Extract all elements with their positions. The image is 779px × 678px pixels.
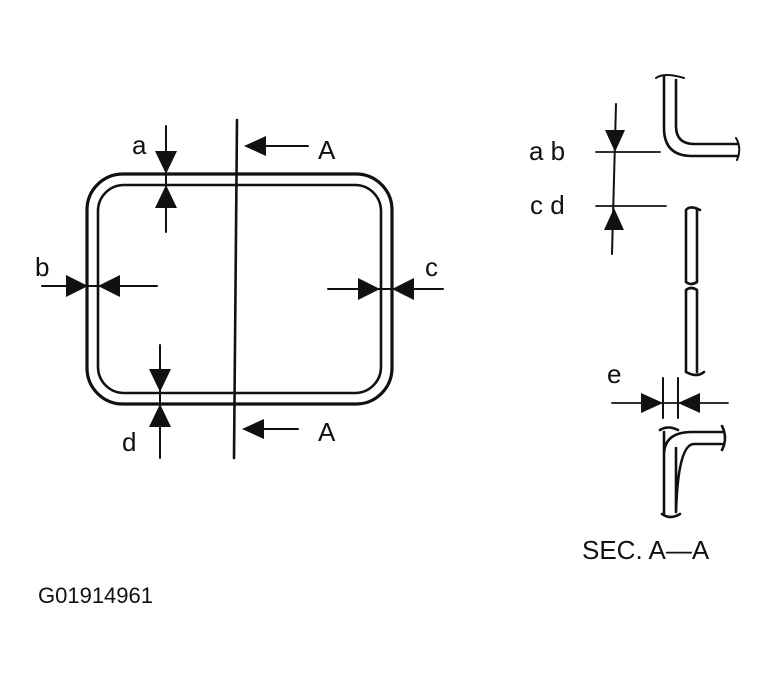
section-cut-line bbox=[232, 118, 309, 460]
section-upper-profile bbox=[662, 74, 740, 158]
dimension-a-arrows bbox=[155, 125, 177, 233]
dimension-b-arrows bbox=[41, 275, 158, 297]
label-a-b: a b bbox=[529, 136, 565, 166]
label-b: b bbox=[35, 252, 49, 282]
section-caption: SEC. A—A bbox=[582, 535, 710, 565]
figure-id: G01914961 bbox=[38, 583, 153, 608]
dimension-d-arrows bbox=[149, 344, 171, 459]
label-c: c bbox=[425, 252, 438, 282]
section-lower-profile bbox=[658, 424, 727, 519]
label-d: d bbox=[122, 427, 136, 457]
section-middle-profile bbox=[684, 206, 706, 377]
dimension-c-arrows bbox=[327, 278, 444, 300]
label-e: e bbox=[607, 359, 621, 389]
section-label-top: A bbox=[318, 135, 336, 165]
label-a: a bbox=[132, 130, 147, 160]
section-label-bottom: A bbox=[318, 417, 336, 447]
section-view bbox=[595, 74, 741, 519]
label-c-d: c d bbox=[530, 190, 565, 220]
